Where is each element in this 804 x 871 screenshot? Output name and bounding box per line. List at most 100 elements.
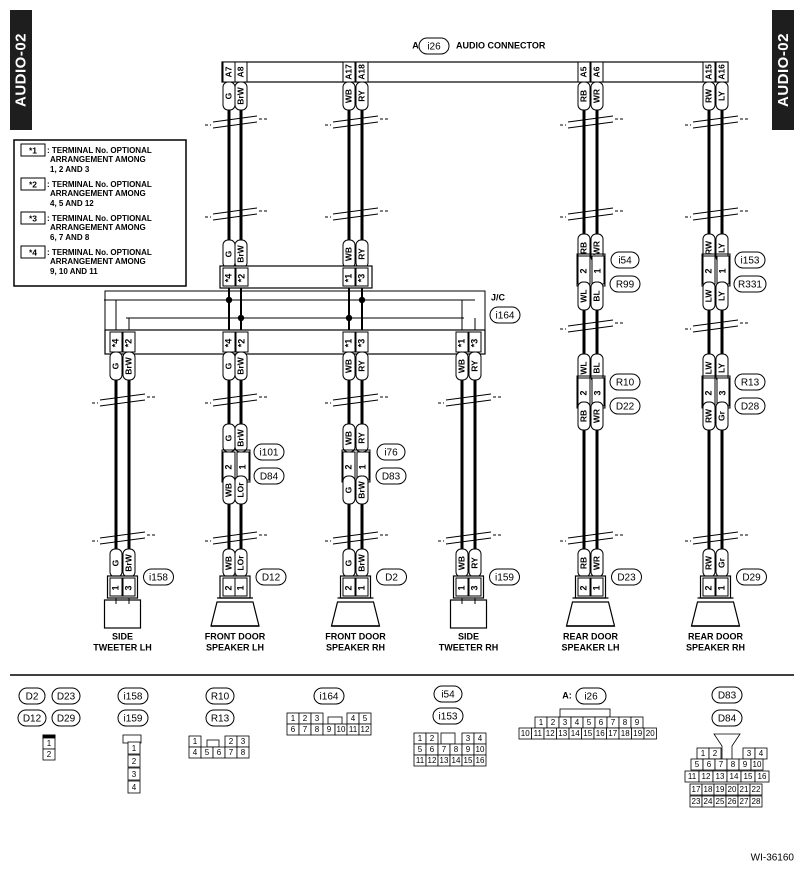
pin-face-number: 8 [454,745,459,754]
connector-id-oval [575,687,607,705]
pin-cell [577,577,591,597]
pin-cell [590,577,604,597]
wire-color-label: WB [223,483,233,497]
wire-color-label: WB [456,359,466,373]
legend-line: 1, 2 AND 3 [50,165,90,174]
pin-face-number: 2 [430,734,435,743]
pin-face-number: 17 [692,785,701,794]
pin-face-number: 8 [731,760,736,769]
audio-connector-body [221,61,729,83]
pin-face [127,780,141,794]
component-name: FRONT DOOR [205,631,266,641]
pin-number: 2 [343,464,353,469]
pin-number: 2 [703,585,713,590]
pin-face-number: 21 [740,785,749,794]
pin-face-number: 4 [351,714,356,723]
face-latch [559,708,611,718]
pin-face-number: 3 [563,718,568,727]
wire-color-label: RW [703,555,713,570]
wire-color-tag [577,281,591,311]
pin-number: 1 [591,585,601,590]
pin-face-number: 7 [719,760,724,769]
connector-id: R10 [616,378,635,389]
pin-face-number: 20 [728,785,737,794]
pin-number: *4 [223,339,233,348]
connector-id: D23 [57,692,76,703]
pin-face-number: 12 [702,772,711,781]
pin-face-number: 15 [464,756,473,765]
wire-color-label: WB [343,359,353,373]
pin-number: *2 [123,339,133,348]
pin-face-number: 2 [303,714,308,723]
connector-id: i54 [618,256,632,267]
pin-face-number: 27 [740,797,749,806]
wire-color-label: RB [578,557,588,569]
wire-color-label: WB [343,431,353,445]
pin-number: *1 [456,339,466,348]
connector-id-oval [143,568,174,586]
jc-label: J/C [491,292,506,302]
pin-face-number: 15 [583,729,592,738]
connector-id: i26 [427,42,441,53]
connector-id: D12 [23,714,42,725]
pin-number: 1 [456,585,466,590]
pin-face-number: 11 [688,772,697,781]
speaker-cone [330,601,381,627]
pin-face-number: 1 [701,749,706,758]
pin-face-number: 4 [575,718,580,727]
pin-face-number: 8 [623,718,628,727]
pin-cell [234,577,248,597]
pin-cell [109,577,123,597]
pin-face-number: 7 [442,745,447,754]
connector-id-oval [375,467,407,485]
connector-id: D22 [616,402,635,413]
pin-face-number: 28 [752,797,761,806]
wire-color-tag [715,81,729,111]
pin-face-number: 3 [315,714,320,723]
wire-color-label: BrW [235,428,245,446]
connector-id-oval [489,568,520,586]
connector-id-oval [610,251,640,269]
pin-cell [355,577,369,597]
pin-face-number: 8 [241,748,246,757]
connector-id: R331 [738,280,762,291]
pin-face-number: 1 [193,737,198,746]
connector-id: i159 [124,714,143,725]
pin-number: *2 [236,339,246,348]
pin-face-number: 13 [440,756,449,765]
wire-color-label: BrW [123,553,133,571]
pin-number: 1 [357,464,367,469]
face-latch [440,732,456,745]
connector-id-oval [117,709,149,727]
audio-pin-label: A18 [356,64,366,80]
pin-face-number: 4 [478,734,483,743]
wire-color-tag [355,81,369,111]
pin-face-number: 17 [608,729,617,738]
connector-id: i158 [124,692,143,703]
wire-color-tag [234,475,248,505]
wire-color-label: RY [356,360,366,372]
wire-color-label: WR [591,409,601,423]
pin-face-number: 10 [476,745,485,754]
pin-face-number: 6 [217,748,222,757]
connector-id: R13 [211,714,230,725]
pin-cell [342,267,356,287]
pin-number: 2 [578,585,588,590]
pin-face-number: 6 [599,718,604,727]
wire-color-label: RB [578,90,588,102]
pin-number: 3 [469,585,479,590]
wire-color-label: BrW [123,356,133,374]
wire-color-label: Gr [716,557,726,568]
pin-face [749,783,763,796]
pin-cell [702,577,716,597]
pin-number: 2 [343,585,353,590]
wire-color-label: BL [591,290,601,301]
connector-id-oval [51,687,81,705]
wire-color-label: RW [703,408,713,423]
pin-cell [715,577,729,597]
connector-id-oval [733,275,767,293]
connector-id-oval [711,686,743,704]
component-name: SPEAKER LH [206,642,264,652]
component-name: SPEAKER RH [326,642,385,652]
pin-face-number: 4 [759,749,764,758]
